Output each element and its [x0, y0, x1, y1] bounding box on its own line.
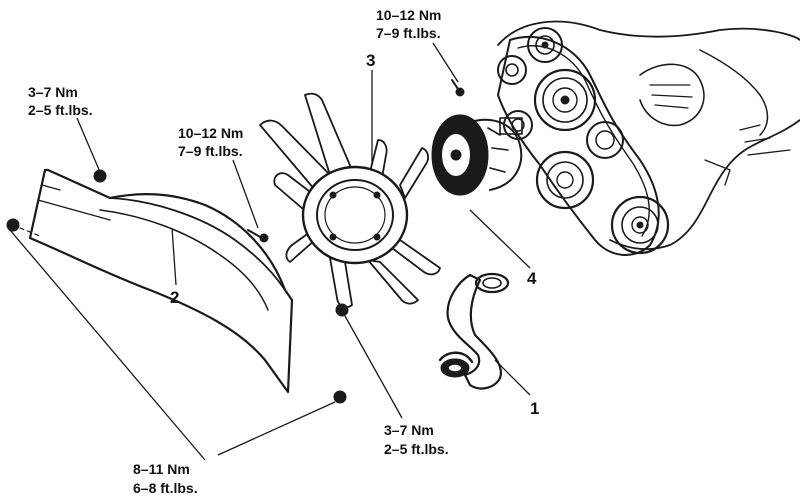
- cooling-fan: [259, 92, 441, 309]
- bolt-shroud-upper: [93, 169, 107, 183]
- engine-pulley-assembly: [497, 20, 800, 257]
- svg-text:6–8 ft.lbs.: 6–8 ft.lbs.: [133, 480, 198, 496]
- torque-label-shroud-lower: 8–11 Nm 6–8 ft.lbs.: [133, 461, 198, 496]
- coolant-hose: [438, 272, 510, 390]
- fan-shroud: [19, 168, 294, 394]
- bolt-shroud-lower: [333, 390, 347, 404]
- bolt-shroud-mid: [247, 229, 269, 243]
- svg-text:3–7 Nm: 3–7 Nm: [28, 84, 78, 100]
- svg-text:10–12 Nm: 10–12 Nm: [178, 125, 243, 141]
- bolts: [6, 79, 465, 404]
- svg-text:2–5 ft.lbs.: 2–5 ft.lbs.: [28, 102, 93, 118]
- svg-text:7–9 ft.lbs.: 7–9 ft.lbs.: [178, 143, 243, 159]
- svg-text:10–12 Nm: 10–12 Nm: [376, 7, 441, 23]
- bolt-shroud-right: [335, 303, 349, 317]
- bolt-pump: [451, 79, 465, 97]
- svg-text:7–9 ft.lbs.: 7–9 ft.lbs.: [376, 25, 441, 41]
- svg-text:3–7 Nm: 3–7 Nm: [384, 422, 434, 438]
- torque-label-pump: 10–12 Nm 7–9 ft.lbs.: [376, 7, 441, 41]
- callout-2: 2: [170, 288, 179, 307]
- callout-1: 1: [530, 399, 539, 418]
- svg-text:2–5 ft.lbs.: 2–5 ft.lbs.: [384, 441, 449, 457]
- torque-label-shroud-right: 3–7 Nm 2–5 ft.lbs.: [384, 422, 449, 457]
- callout-3: 3: [366, 51, 375, 70]
- fan-clutch: [431, 114, 523, 196]
- bolt-shroud-left: [6, 218, 20, 232]
- svg-text:8–11 Nm: 8–11 Nm: [133, 461, 190, 477]
- torque-label-shroud-mid: 10–12 Nm 7–9 ft.lbs.: [178, 125, 243, 159]
- torque-label-shroud-upper: 3–7 Nm 2–5 ft.lbs.: [28, 84, 93, 118]
- callout-4: 4: [527, 269, 537, 288]
- leader-lines: [9, 42, 531, 461]
